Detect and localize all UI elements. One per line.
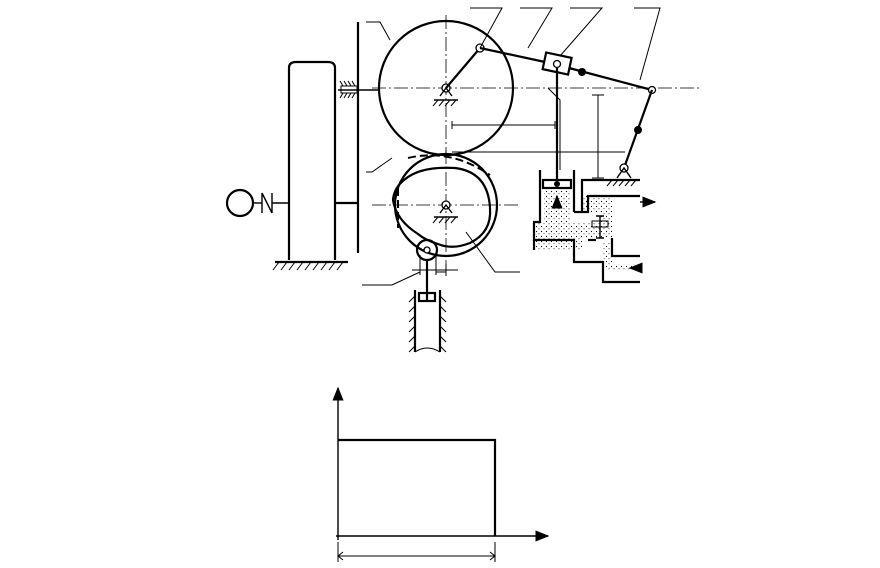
frame-column	[272, 60, 348, 271]
step-graph	[332, 386, 550, 562]
slider-block	[541, 51, 573, 76]
pump-cylinder	[532, 170, 657, 284]
disc-cam	[391, 154, 520, 273]
graph-dimension-ext	[337, 542, 496, 562]
roller-follower	[362, 238, 458, 300]
graph-dimension-arrows	[337, 551, 496, 561]
motor-icon	[225, 188, 290, 218]
rocker-link	[606, 89, 654, 187]
graph-step-curve	[338, 438, 497, 536]
coupler-link	[479, 46, 657, 95]
transmission-shaft	[335, 21, 393, 253]
follower-cylinder	[408, 290, 447, 353]
crank	[445, 43, 485, 89]
pump-piston	[541, 178, 573, 209]
dimension-lines	[451, 7, 661, 179]
